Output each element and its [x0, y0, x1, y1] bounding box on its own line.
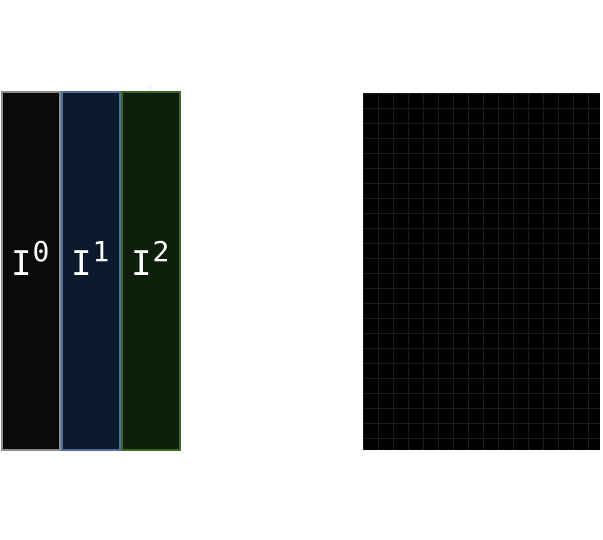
- input-stack-0: I0: [1, 91, 61, 451]
- input-stack-0-index: 0: [32, 235, 50, 268]
- input-stack-2: I2: [121, 91, 181, 451]
- input-stack-1-label: I1: [71, 238, 109, 284]
- input-stack-0-label: I0: [11, 238, 49, 284]
- input-stack-1: I1: [61, 91, 121, 451]
- input-stack-1-base: I: [71, 244, 92, 284]
- input-stack-1-index: 1: [92, 235, 110, 268]
- connector-tick: [150, 85, 151, 91]
- input-stack-2-label: I2: [131, 238, 169, 284]
- output-grid-panel: [363, 93, 600, 450]
- input-stack-2-base: I: [131, 244, 152, 284]
- input-stack-2-index: 2: [152, 235, 170, 268]
- input-stack-0-base: I: [11, 244, 32, 284]
